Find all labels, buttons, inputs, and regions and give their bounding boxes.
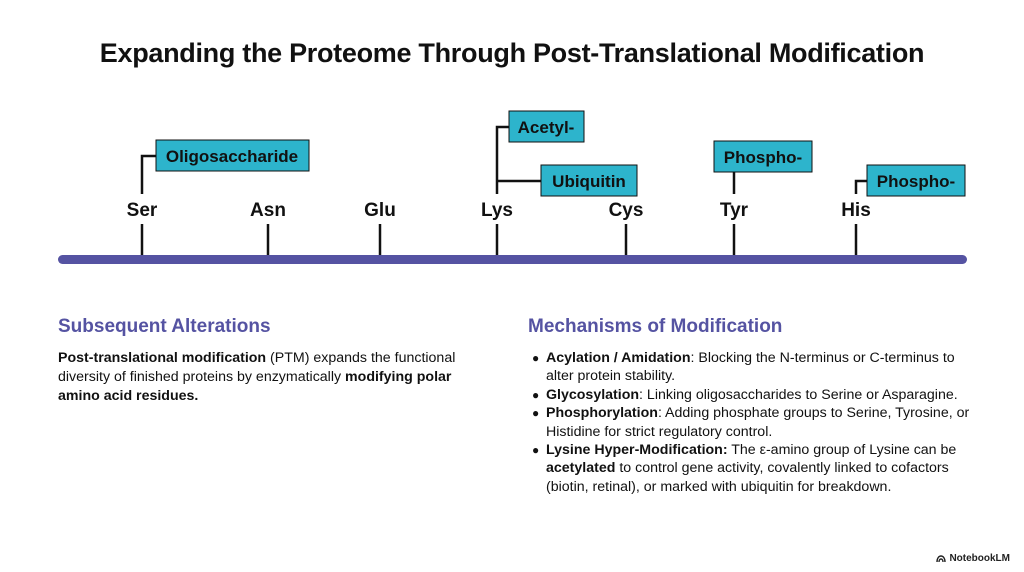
label-acetyl: Acetyl- [518, 118, 575, 137]
bullet-icon: ● [532, 387, 540, 402]
mechanism-term: Acylation / Amidation [546, 350, 691, 366]
bullet-icon: ● [532, 351, 540, 365]
right-section-heading: Mechanisms of Modification [528, 316, 783, 337]
residue-his: His [841, 200, 871, 221]
bullet-icon: ● [532, 443, 540, 458]
label-box-oligosaccharide [155, 139, 310, 172]
residue-lys: Lys [481, 200, 513, 221]
label-ubiquitin: Ubiquitin [552, 172, 626, 191]
left-section-heading: Subsequent Alterations [58, 316, 271, 337]
residue-cys: Cys [609, 200, 644, 221]
protein-backbone [58, 255, 967, 264]
ptm-description: (PTM) expands the functional diversity o… [58, 350, 456, 385]
brand-name: NotebookLM [949, 553, 1010, 564]
list-item: ● Phosphorylation: Adding phosphate group… [528, 404, 978, 441]
connector-his [854, 179, 867, 194]
mechanism-term: Phosphorylation [546, 405, 658, 422]
left-paragraph: Post-translational modification (PTM) ex… [58, 349, 458, 406]
mechanism-list: ● Acylation / Amidation: Blocking the N-t… [528, 349, 978, 496]
bullet-icon: ● [532, 406, 540, 421]
mechanism-term: Lysine Hyper-Modification: [546, 442, 728, 459]
mechanism-text: to control gene activity, covalently lin… [546, 460, 949, 495]
brand-watermark: NotebookLM [936, 553, 1010, 564]
connector-ser [140, 154, 156, 194]
residue-tyr: Tyr [720, 200, 749, 221]
mechanism-emphasis: acetylated [546, 460, 616, 477]
label-box-acetyl [508, 110, 585, 143]
label-his-phospho: Phospho- [877, 172, 955, 191]
label-box-his-phospho [866, 164, 966, 197]
list-item: ● Lysine Hyper-Modification: The ε-amino … [528, 441, 978, 496]
ptm-diagram: Ser Asn Glu Lys Cys Tyr His Oligosacchar… [58, 110, 967, 264]
mechanism-text: : Adding phosphate groups to Serine, Tyr… [546, 405, 970, 440]
residue-asn: Asn [250, 200, 286, 221]
label-box-tyr-phospho [713, 140, 813, 173]
ptm-emphasis: modifying polar amino acid residues. [58, 369, 452, 404]
notebooklm-logo-icon [936, 554, 947, 562]
list-item: ● Glycosylation: Linking oligosaccharides… [528, 386, 978, 404]
residue-glu: Glu [364, 200, 396, 221]
connector-lys-acetyl [495, 125, 509, 194]
label-oligosaccharide: Oligosaccharide [166, 147, 298, 166]
label-box-ubiquitin [540, 164, 638, 197]
list-item: ● Acylation / Amidation: Blocking the N-t… [528, 349, 978, 386]
mechanism-text: : Linking oligosaccharides to Serine or … [639, 386, 958, 403]
mechanism-text: : Blocking the N-terminus or C-terminus … [546, 350, 955, 385]
page-title: Expanding the Proteome Through Post-Tran… [99, 38, 925, 68]
ptm-term: Post-translational modification [58, 350, 267, 366]
label-tyr-phospho: Phospho- [724, 148, 802, 167]
mechanism-term: Glycosylation [546, 386, 640, 403]
residue-ser: Ser [127, 200, 158, 221]
mechanism-text: The ε-amino group of Lysine can be [727, 442, 957, 459]
